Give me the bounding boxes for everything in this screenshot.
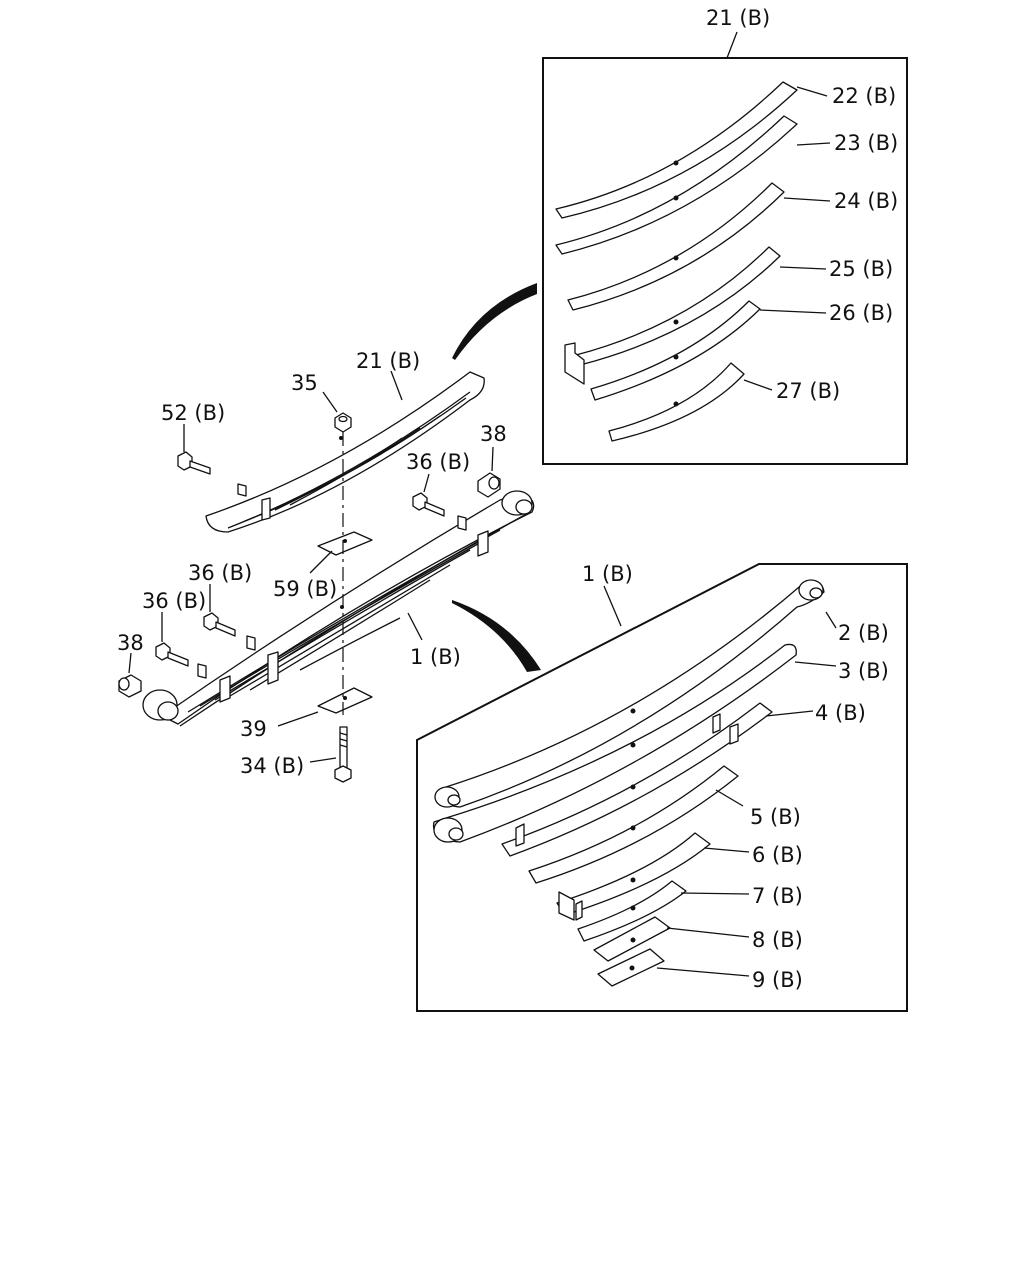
leaf-6 [556, 832, 711, 916]
leader-line [726, 31, 738, 59]
label-9b: 9 (B) [752, 968, 803, 992]
bolt-36b-front-upper [203, 612, 256, 651]
leaf-9 [597, 948, 665, 987]
label-21b: 21 (B) [356, 349, 420, 373]
callout-arrow-bottom [452, 600, 541, 672]
leaf-25 [564, 246, 781, 385]
label-35: 35 [291, 371, 318, 395]
label-38-front: 38 [117, 631, 144, 655]
label-2b: 2 (B) [838, 621, 889, 645]
main-spring-pack [142, 490, 535, 727]
label-36b-front-lower: 36 (B) [142, 589, 206, 613]
leaf-5 [528, 765, 739, 884]
label-6b: 6 (B) [752, 843, 803, 867]
main-assembly: 21 (B) 35 52 (B) 38 36 (B) 59 (B) 36 (B)… [117, 349, 535, 783]
label-26b: 26 (B) [829, 301, 893, 325]
label-1b-detail: 1 (B) [582, 562, 633, 586]
label-59b: 59 (B) [273, 577, 337, 601]
bolt-36b-rear [412, 492, 467, 531]
leaf-27 [608, 362, 745, 442]
rebound-clip-rear [477, 530, 489, 557]
label-21b-detail: 21 (B) [706, 6, 770, 30]
label-39: 39 [240, 717, 267, 741]
helper-spring-detail-panel: 21 (B) [542, 6, 908, 465]
callout-arrow-top [452, 283, 537, 360]
label-22b: 22 (B) [832, 84, 896, 108]
leaf-3 [432, 643, 797, 843]
bolt-36b-front-lower [155, 642, 207, 679]
label-8b: 8 (B) [752, 928, 803, 952]
leaf-26 [590, 300, 761, 401]
label-52b: 52 (B) [161, 401, 225, 425]
label-38-rear: 38 [480, 422, 507, 446]
leaf-22 [555, 81, 798, 219]
spacer-39 [317, 687, 373, 714]
bushing-38-rear [477, 472, 501, 498]
label-4b: 4 (B) [815, 701, 866, 725]
leaf-2 [434, 579, 825, 808]
rebound-clip [564, 342, 585, 385]
label-5b: 5 (B) [750, 805, 801, 829]
label-36b-front-upper: 36 (B) [188, 561, 252, 585]
rebound-clip-mid [267, 651, 279, 685]
label-27b: 27 (B) [776, 379, 840, 403]
label-23b: 23 (B) [834, 131, 898, 155]
helper-spring-pack [205, 371, 485, 533]
leaf-7 [558, 880, 687, 942]
bolt-52b [177, 451, 247, 497]
label-24b: 24 (B) [834, 189, 898, 213]
main-spring-detail-panel: 1 (B) [416, 562, 908, 1012]
label-36b-rear: 36 (B) [406, 450, 470, 474]
nut-35 [334, 412, 352, 433]
leaf-4 [501, 702, 773, 857]
bushing-38-front [118, 674, 142, 698]
spacer-59b [317, 531, 373, 556]
detail-frame-bottom [416, 563, 908, 1012]
leaf-24 [567, 182, 785, 311]
label-25b: 25 (B) [829, 257, 893, 281]
label-34b: 34 (B) [240, 754, 304, 778]
rebound-clip-front [219, 675, 231, 703]
label-3b: 3 (B) [838, 659, 889, 683]
label-1b: 1 (B) [410, 645, 461, 669]
bolt-34b [334, 726, 352, 783]
detail-frame [542, 57, 908, 465]
label-7b: 7 (B) [752, 884, 803, 908]
leaf-23 [555, 115, 798, 255]
